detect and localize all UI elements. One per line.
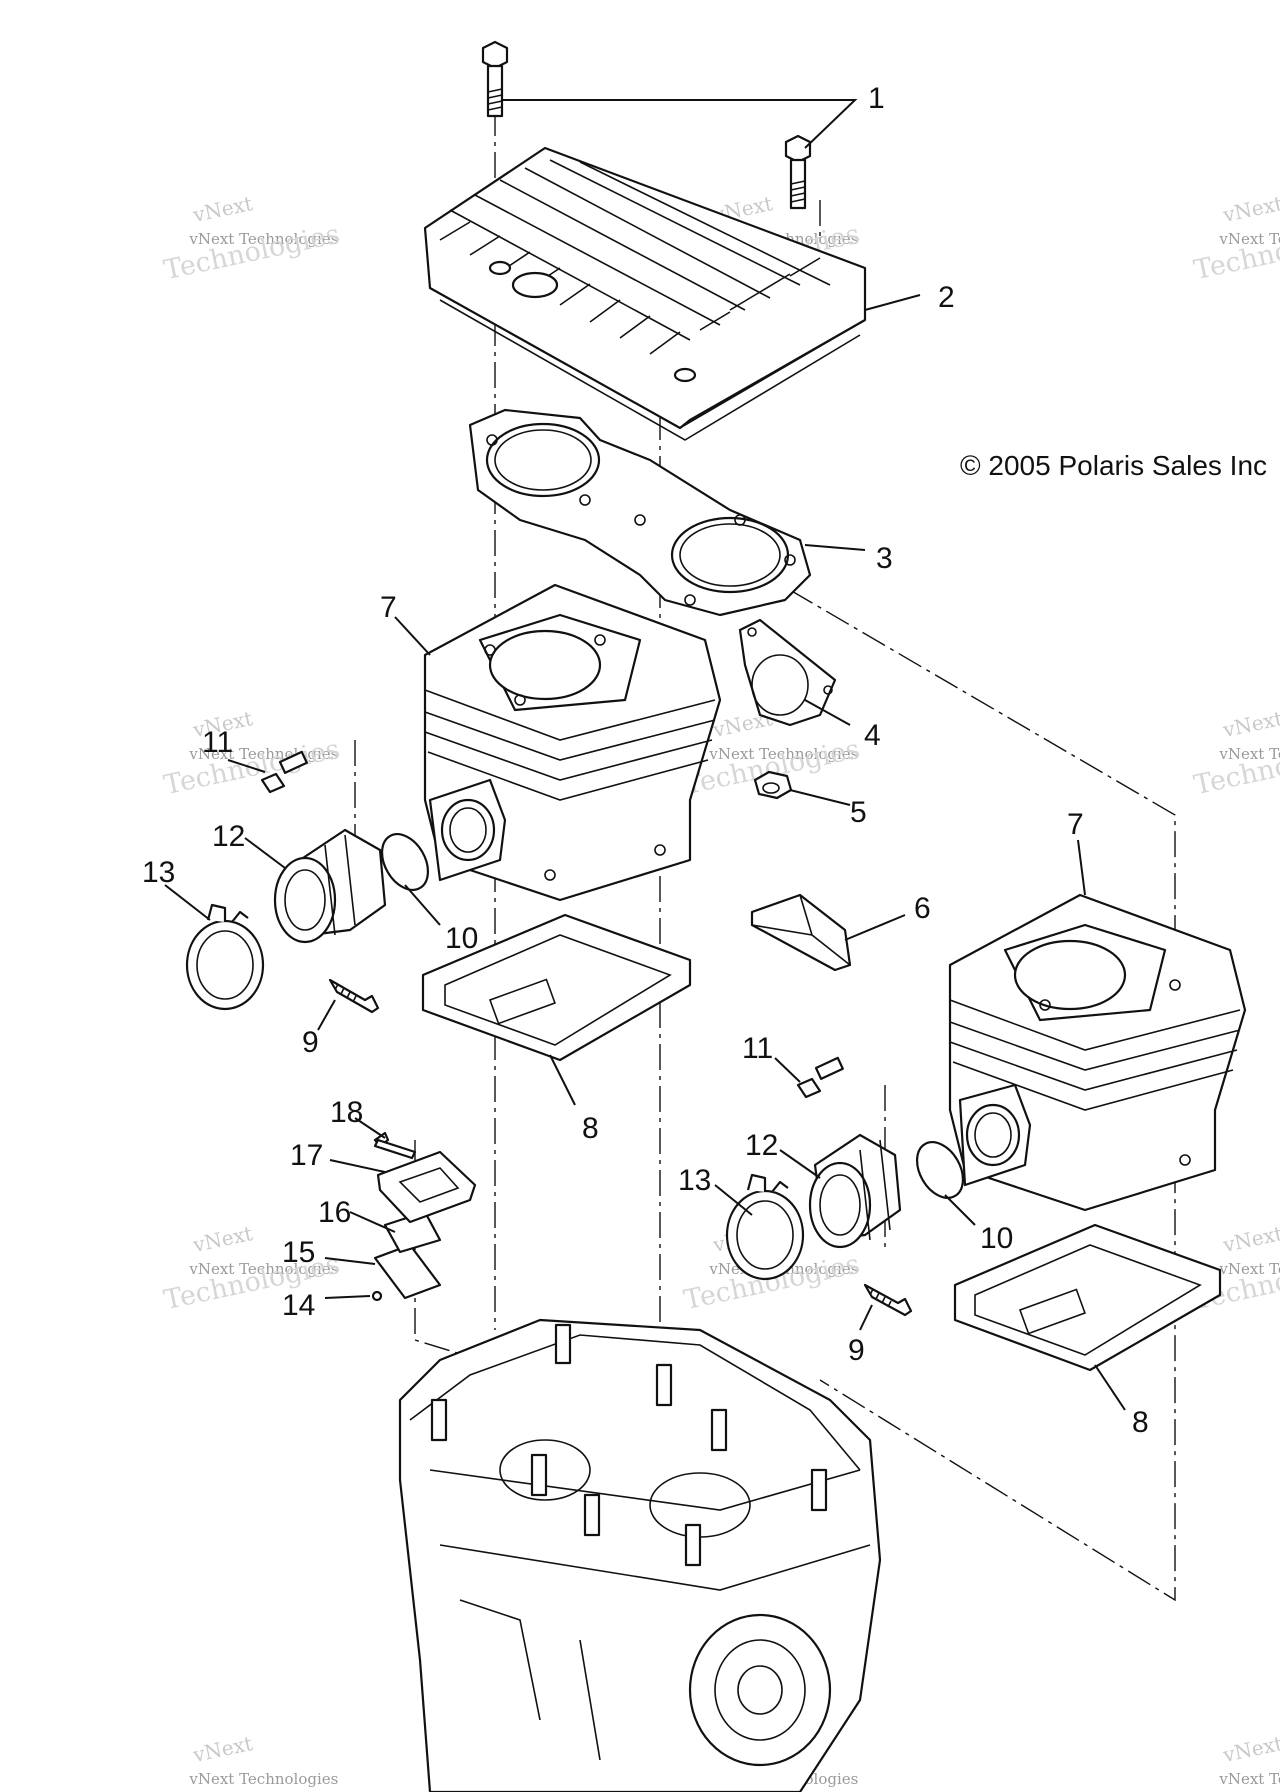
callout-2: 2 <box>938 281 955 314</box>
watermark: vNext vNext Technologies <box>1218 1731 1280 1788</box>
watermark-line1: vNext <box>1220 1221 1280 1257</box>
watermark-line2: vNext Technologies <box>1218 1260 1280 1278</box>
watermark-line2: vNext Technologies <box>1218 745 1280 763</box>
watermark-line2: vNext Technologies <box>188 1770 338 1788</box>
o-ring-part-10-left <box>380 833 430 891</box>
screw-part-9-left <box>328 978 380 1014</box>
watermark-line1: vNext <box>1220 1731 1280 1767</box>
callout-8-right: 8 <box>1132 1406 1149 1439</box>
callout-1: 1 <box>868 82 885 115</box>
callout-17: 17 <box>290 1139 323 1172</box>
watermark-line1: vNext <box>1220 706 1280 742</box>
reed-valve-assembly <box>371 1131 477 1302</box>
watermark-line1: vNext <box>1220 191 1280 227</box>
callout-5: 5 <box>850 796 867 829</box>
watermark-line1: vNext <box>190 191 255 227</box>
callout-11-left: 11 <box>202 726 233 759</box>
part-15 <box>373 1243 442 1300</box>
callout-6: 6 <box>914 892 931 925</box>
cylinder-head-part-2 <box>423 146 867 441</box>
watermark: vNext vNext Technologies Technologies <box>1191 191 1280 286</box>
callout-10-left: 10 <box>445 922 478 955</box>
callout-9-right: 9 <box>848 1334 865 1367</box>
callouts: 1 2 3 4 5 6 7 7 8 8 9 9 10 10 11 11 12 1… <box>142 82 1149 1439</box>
exhaust-gasket-part-4 <box>738 618 837 727</box>
bolt-part-11-left <box>260 750 308 794</box>
clamp-part-13-right <box>725 1173 805 1281</box>
bolt-part-11-right <box>796 1056 844 1099</box>
watermark-line1: vNext <box>190 1221 255 1257</box>
watermark-line2: vNext Technologies <box>1218 1770 1280 1788</box>
callout-16: 16 <box>318 1196 351 1229</box>
watermark: vNext vNext Technologies Technologies <box>161 706 342 801</box>
screw-part-9-right <box>863 1283 913 1317</box>
watermark-line1: vNext <box>190 1731 255 1767</box>
o-ring-part-10-right <box>915 1141 965 1199</box>
head-bolt-part-1 <box>481 40 812 210</box>
callout-10-right: 10 <box>980 1222 1013 1255</box>
watermark-line2: vNext Technologies <box>188 1260 338 1278</box>
crankcase <box>398 1318 882 1792</box>
callout-9-left: 9 <box>302 1026 319 1059</box>
watermark: vNext vNext Technologies Technologies <box>161 191 342 286</box>
callout-18: 18 <box>330 1096 363 1129</box>
clamp-part-13-left <box>185 903 265 1011</box>
watermark: vNext vNext Technologies <box>188 1731 338 1788</box>
base-gasket-part-8-left <box>421 913 692 1062</box>
watermark-line2: vNext Technologies <box>188 230 338 248</box>
intake-adapter-part-12-left <box>273 828 387 944</box>
intake-adapter-part-12-right <box>808 1133 902 1249</box>
callout-15: 15 <box>282 1236 315 1269</box>
block-part-6 <box>750 893 852 972</box>
cylinder-part-7-right <box>948 893 1247 1212</box>
callout-7-left: 7 <box>380 591 397 624</box>
callout-12-right: 12 <box>745 1129 778 1162</box>
head-gasket-part-3 <box>468 408 812 617</box>
callout-13-right: 13 <box>678 1164 711 1197</box>
watermark-line2: vNext Technologies <box>708 745 858 763</box>
callout-4: 4 <box>864 719 881 752</box>
part-18 <box>373 1138 417 1160</box>
copyright-text: © 2005 Polaris Sales Inc <box>960 450 1267 481</box>
base-gasket-part-8-right <box>953 1223 1222 1372</box>
nut-part-5 <box>753 770 793 800</box>
callout-14: 14 <box>282 1289 315 1322</box>
callout-8-left: 8 <box>582 1112 599 1145</box>
leader-lines <box>164 99 1126 1411</box>
callout-12-left: 12 <box>212 820 245 853</box>
part-17 <box>376 1150 477 1224</box>
callout-11-right: 11 <box>742 1032 773 1065</box>
assembly-line <box>789 589 1176 1602</box>
callout-3: 3 <box>876 542 893 575</box>
watermark: vNext vNext Technologies Technologies <box>1191 706 1280 801</box>
callout-7-right: 7 <box>1067 808 1084 841</box>
cylinder-part-7-left <box>423 583 722 902</box>
part-14-screw <box>371 1290 383 1302</box>
callout-13-left: 13 <box>142 856 175 889</box>
watermark-line2: vNext Technologies <box>1218 230 1280 248</box>
